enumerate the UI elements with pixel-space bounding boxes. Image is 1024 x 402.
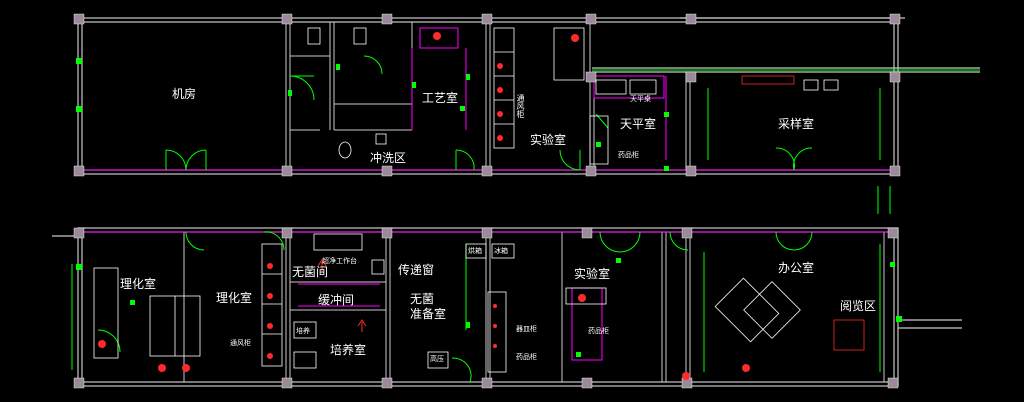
column-icon [381, 377, 393, 389]
room-label-lab-bottom: 实验室 [574, 267, 611, 281]
column-icon [685, 165, 697, 177]
fixture-label-drug-cabinet: 药品柜 [516, 353, 537, 361]
room-label-pass-window: 传递窗 [398, 263, 435, 277]
toilet-icon [353, 27, 367, 45]
column-icon [481, 377, 493, 389]
column-icon [281, 377, 293, 389]
room-label-reading-area: 阅览区 [840, 299, 877, 313]
room-label-sterile-prep: 无菌 准备室 [410, 292, 447, 321]
column-icon [581, 227, 593, 239]
column-icon [685, 13, 697, 25]
column-icon [73, 377, 85, 389]
doors [71, 55, 891, 383]
toilet-icon [307, 27, 321, 45]
column-icon [685, 71, 697, 83]
column-icon [381, 227, 393, 239]
fixture-label-incubator: 培养 [296, 327, 310, 335]
fixture-label-fume-hood-bottom: 通风柜 [230, 339, 251, 347]
column-icon [281, 165, 293, 177]
column-icon [889, 71, 901, 83]
room-label-sampling-room: 采样室 [778, 117, 815, 131]
fixture-label-fume-hood: 通风柜 [516, 94, 525, 118]
column-icon [381, 13, 393, 25]
equipment [98, 32, 750, 380]
workstation-icon [743, 281, 801, 339]
interior-walls-bottom [183, 232, 885, 382]
fixture-label-reagent-cabinet: 器皿柜 [516, 325, 537, 333]
room-label-sterile-room: 无菌间 [292, 265, 329, 279]
fixture-label-autoclave: 高压 [430, 355, 444, 363]
column-icon [73, 13, 85, 25]
column-icon [481, 13, 493, 25]
room-label-physchem-1: 理化室 [120, 277, 157, 291]
fixture-label-fridge: 冰箱 [494, 247, 508, 255]
column-icon [481, 165, 493, 177]
columns [73, 13, 901, 389]
column-icon [681, 227, 693, 239]
room-label-washing-area: 冲洗区 [370, 151, 407, 165]
fixtures [93, 27, 865, 373]
column-icon [585, 13, 597, 25]
room-label-lab-top: 实验室 [530, 133, 567, 147]
column-icon [585, 71, 597, 83]
fume-hood-top [493, 27, 515, 149]
fixture-label-dryer: 烘箱 [468, 247, 482, 255]
room-label-buffer-room: 缓冲间 [318, 293, 355, 307]
column-icon [481, 227, 493, 239]
column-icon [73, 227, 85, 239]
workstation-icon [714, 277, 780, 343]
fixture-label-sample-cabinet: 药品柜 [618, 151, 639, 159]
fixture-label-medicine-cabinet: 药品柜 [588, 327, 609, 335]
dimension-marks [76, 58, 902, 357]
fixture-label-balance-table: 天平桌 [630, 95, 651, 103]
room-label-culture-room: 培养室 [330, 343, 367, 357]
room-label-office: 办公室 [778, 261, 815, 275]
arrows [317, 259, 367, 332]
sink-icon [338, 141, 352, 159]
column-icon [887, 227, 899, 239]
column-icon [381, 165, 393, 177]
room-label-machine-room: 机房 [172, 87, 197, 101]
room-label-physchem-2: 理化室 [216, 291, 253, 305]
column-icon [889, 165, 901, 177]
column-icon [73, 165, 85, 177]
column-icon [281, 227, 293, 239]
column-icon [889, 13, 901, 25]
fixture-label-clean-bench: 超净工作台 [322, 257, 357, 265]
room-label-balance-room: 天平室 [620, 117, 657, 131]
room-label-process-room: 工艺室 [422, 91, 459, 105]
column-icon [887, 377, 899, 389]
column-icon [281, 13, 293, 25]
column-icon [581, 377, 593, 389]
column-icon [585, 165, 597, 177]
